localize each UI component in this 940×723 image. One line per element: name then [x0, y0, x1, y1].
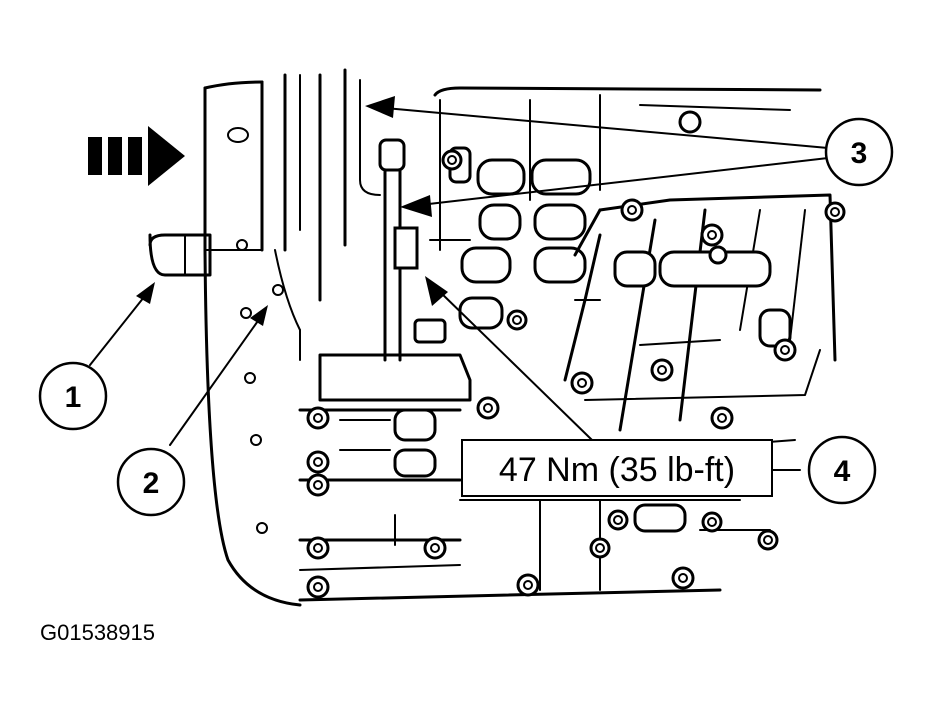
bolt — [306, 473, 330, 497]
bolt — [773, 338, 797, 362]
callout-2-label: 2 — [143, 467, 160, 500]
torque-spec-label: 47 Nm (35 lb-ft) — [499, 451, 735, 489]
callout-2: 2 — [116, 447, 186, 517]
bolts — [306, 149, 846, 599]
spool-row-4 — [458, 296, 504, 330]
bolt — [306, 536, 330, 560]
spool-valves — [448, 146, 592, 330]
bolt — [757, 529, 779, 551]
bolt — [570, 371, 594, 395]
upper-valve-body — [429, 86, 822, 301]
torque-spec-box: 47 Nm (35 lb-ft) — [461, 439, 773, 497]
callout-3: 3 — [824, 117, 894, 187]
bolt — [306, 450, 330, 474]
bolt — [607, 509, 629, 531]
bolt — [306, 406, 330, 430]
manual-valve-rod — [378, 138, 447, 362]
figure-id: G01538915 — [40, 620, 155, 645]
callout-3-label: 3 — [851, 137, 868, 170]
transmission-case — [203, 80, 302, 607]
bolt — [700, 223, 724, 247]
bolt — [423, 536, 447, 560]
bolt — [506, 309, 528, 331]
shaft-pin — [148, 233, 212, 277]
spool-row-2 — [478, 203, 587, 241]
bolt — [306, 575, 330, 599]
leader-lines — [89, 96, 829, 471]
left-frame — [283, 68, 381, 302]
bolt — [671, 566, 695, 590]
callout-1: 1 — [38, 361, 108, 431]
callout-1-label: 1 — [65, 381, 82, 414]
bolt — [710, 406, 734, 430]
bolt — [650, 358, 674, 382]
bolt — [516, 573, 540, 597]
spool-row-1 — [476, 158, 592, 196]
spool-row-3 — [460, 246, 587, 284]
callout-4: 4 — [807, 435, 877, 505]
bolt — [441, 149, 463, 171]
right-valve-body — [563, 193, 837, 456]
bolt — [620, 198, 644, 222]
bolt — [708, 245, 728, 265]
direction-arrow-icon — [88, 126, 185, 186]
bolt — [476, 396, 500, 420]
bolt — [589, 537, 611, 559]
bolt — [701, 511, 723, 533]
bolt — [824, 201, 846, 223]
callout-4-label: 4 — [834, 455, 851, 488]
